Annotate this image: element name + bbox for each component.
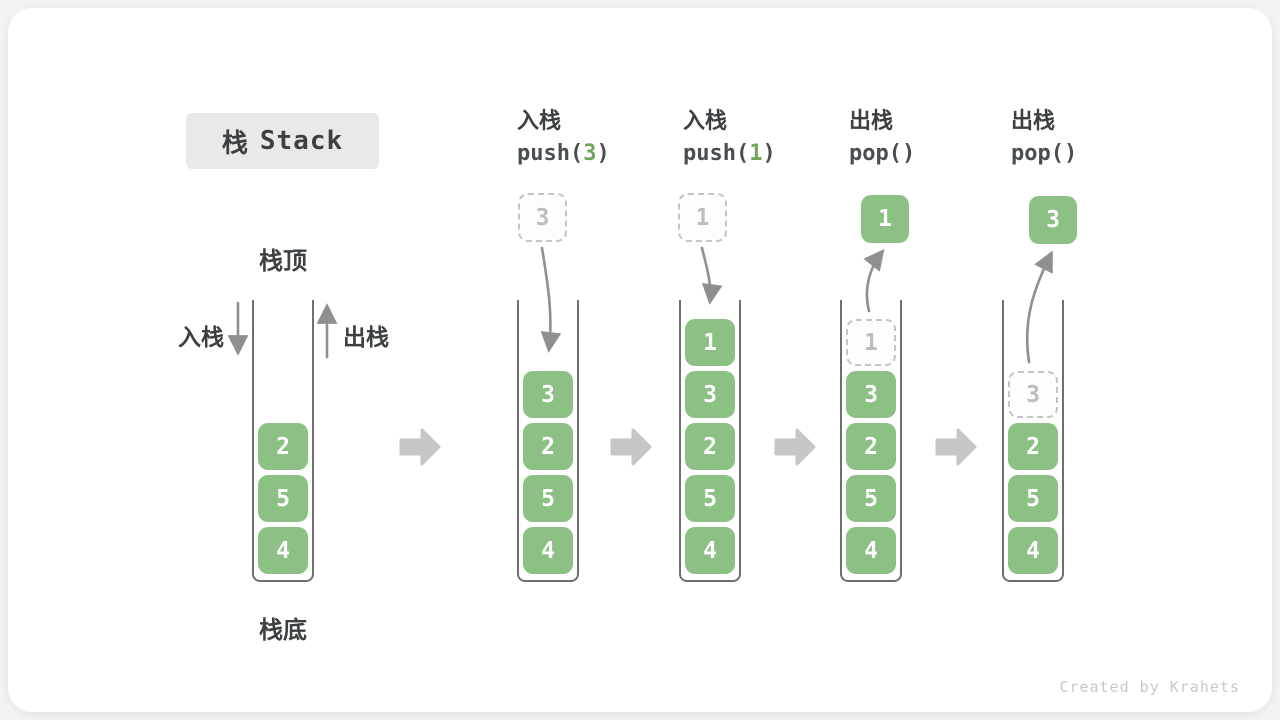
title-en: Stack (259, 126, 344, 156)
stack-cell: 3 (846, 371, 896, 418)
op-code: push(3) (517, 136, 610, 172)
ghost-slot: 3 (1008, 371, 1058, 418)
stack-cell: 2 (523, 423, 573, 470)
stack-cell: 5 (685, 475, 735, 522)
pop-side-label: 出栈 (343, 324, 389, 350)
stack-cell: 2 (685, 423, 735, 470)
stack-cell: 5 (523, 475, 573, 522)
op-code: push(1) (683, 136, 776, 172)
diagram-title: 栈 Stack (186, 113, 379, 169)
code-pre: pop() (1011, 141, 1078, 166)
stack-cell: 4 (258, 527, 308, 574)
stack-cell: 1 (685, 319, 735, 366)
column-header-push-3: 入栈 push(3) (517, 106, 610, 172)
code-arg: 1 (749, 141, 763, 166)
popped-value-box: 1 (861, 195, 909, 243)
op-label: 出栈 (849, 108, 894, 133)
column-header-pop-1: 出栈 pop() (849, 106, 915, 172)
code-pre: push( (683, 141, 750, 166)
column-header-pop-3: 出栈 pop() (1011, 106, 1077, 172)
stack-cell: 4 (685, 527, 735, 574)
stack-cell: 5 (258, 475, 308, 522)
stack-bottom-label: 栈底 (259, 617, 307, 644)
stack-cell: 4 (523, 527, 573, 574)
stack-frame-2 (517, 300, 579, 582)
stack-frame-4 (840, 300, 902, 582)
stack-cell: 3 (523, 371, 573, 418)
code-post: ) (762, 141, 776, 166)
stack-frame-1 (252, 300, 314, 582)
stack-cell: 3 (685, 371, 735, 418)
op-code: pop() (1011, 136, 1077, 172)
stack-cell: 2 (258, 423, 308, 470)
stack-cell: 5 (1008, 475, 1058, 522)
op-code: pop() (849, 136, 915, 172)
op-label: 出栈 (1011, 108, 1056, 133)
stack-top-label: 栈顶 (259, 248, 307, 275)
title-zh: 栈 (221, 127, 248, 158)
push-side-label: 入栈 (178, 324, 224, 350)
stack-cell: 5 (846, 475, 896, 522)
ghost-slot: 1 (846, 319, 896, 366)
op-label: 入栈 (683, 108, 728, 133)
incoming-value-box: 1 (678, 193, 727, 242)
stack-cell: 2 (846, 423, 896, 470)
credit-text: Created by Krahets (1059, 678, 1240, 696)
popped-value-box: 3 (1029, 196, 1077, 244)
code-pre: push( (517, 141, 584, 166)
incoming-value-box: 3 (518, 193, 567, 242)
code-arg: 3 (583, 141, 597, 166)
op-label: 入栈 (517, 108, 562, 133)
stack-cell: 2 (1008, 423, 1058, 470)
stack-frame-5 (1002, 300, 1064, 582)
code-pre: pop() (849, 141, 916, 166)
stack-frame-3 (679, 300, 741, 582)
code-post: ) (596, 141, 610, 166)
stack-cell: 4 (1008, 527, 1058, 574)
column-header-push-1: 入栈 push(1) (683, 106, 776, 172)
stack-cell: 4 (846, 527, 896, 574)
